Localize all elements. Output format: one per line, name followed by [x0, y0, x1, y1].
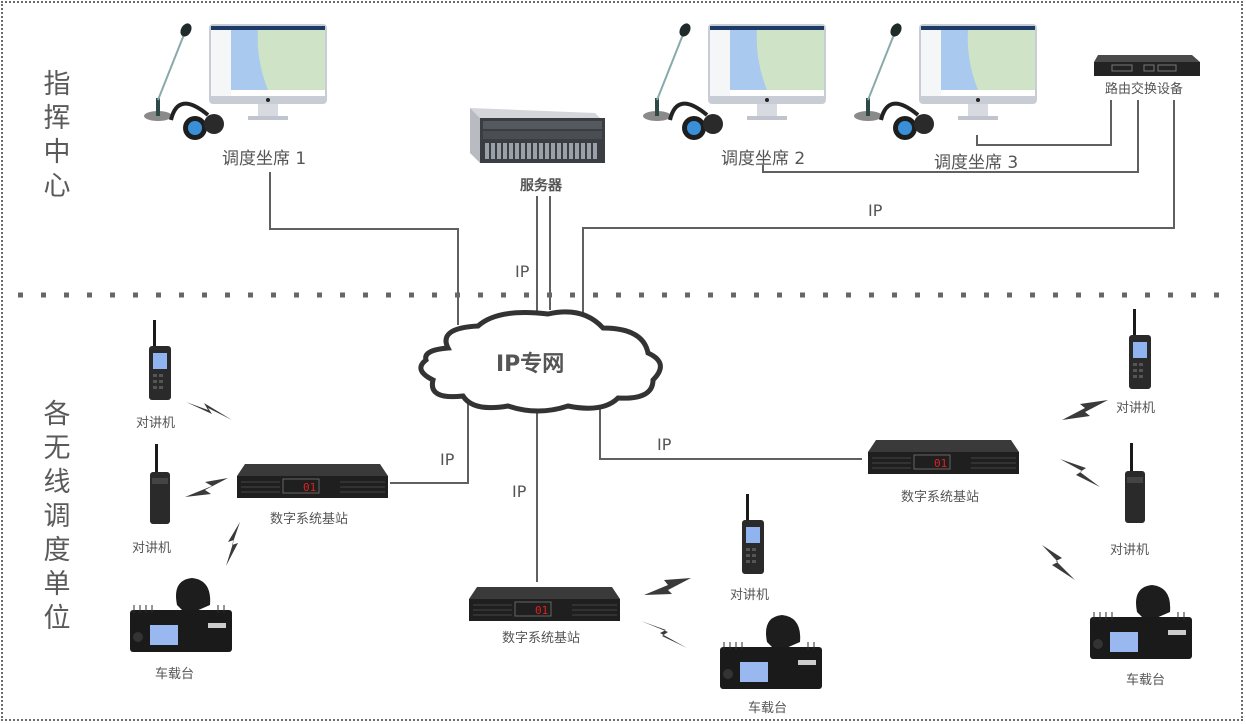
vehicle-radio-icon — [720, 615, 822, 689]
wireless-signal-icon — [644, 578, 691, 595]
console-station-2[interactable]: 调度坐席 2 — [637, 20, 832, 169]
router-node[interactable]: 路由交换设备 — [1092, 52, 1202, 97]
base-station-center[interactable]: 01 数字系统基站 — [467, 585, 622, 647]
link-label-ip: IP — [868, 201, 883, 220]
handheld-radio-left-2[interactable] — [145, 442, 175, 527]
vehicle-radio-left[interactable] — [122, 575, 234, 655]
link-label-ip: IP — [512, 482, 527, 501]
cloud-label: IP专网 — [496, 352, 565, 377]
base-station-label: 数字系统基站 — [901, 490, 980, 505]
led-display: 01 — [934, 457, 947, 470]
vehicle-radio-icon — [1090, 585, 1192, 659]
base-station-right[interactable]: 01 数字系统基站 — [866, 438, 1021, 505]
console-label: 调度坐席 1 — [222, 149, 307, 169]
handheld-label: 对讲机 — [1116, 401, 1156, 416]
wireless-signal-icon — [1060, 459, 1100, 487]
handheld-label: 对讲机 — [132, 541, 172, 556]
wireless-signal-icon — [226, 522, 240, 566]
handheld-label: 对讲机 — [136, 416, 176, 431]
wire-console1 — [269, 172, 459, 325]
wireless-signal-icon — [185, 478, 228, 497]
wireless-signal-icon — [641, 621, 687, 648]
base-station-icon: 01 — [237, 464, 388, 498]
base-station-label: 数字系统基站 — [502, 631, 581, 646]
server-label: 服务器 — [520, 178, 562, 194]
link-label-ip: IP — [657, 435, 672, 454]
console-label: 调度坐席 2 — [721, 149, 806, 169]
wire-cloud-bs-right — [599, 405, 862, 460]
ip-network-cloud[interactable]: IP专网 — [408, 308, 668, 414]
led-display: 01 — [303, 481, 316, 494]
wireless-signal-icon — [1042, 545, 1075, 580]
section-title-field-units: 各无线调度单位 — [43, 399, 71, 634]
server-node[interactable]: 服务器 — [465, 103, 610, 194]
console-label: 调度坐席 3 — [934, 153, 1019, 173]
base-station-label: 数字系统基站 — [270, 512, 349, 527]
handheld-radio-icon — [150, 444, 170, 524]
base-station-icon: 01 — [868, 440, 1019, 474]
link-label-ip: IP — [515, 262, 530, 281]
console-station-3[interactable]: 调度坐席 3 — [848, 20, 1043, 173]
dispatch-console-icon — [144, 23, 327, 140]
wire-router-cloud — [582, 100, 1175, 315]
handheld-radio-center[interactable] — [738, 492, 768, 577]
handheld-radio-right-1[interactable] — [1125, 307, 1155, 392]
wire-console3-router — [976, 100, 1112, 146]
base-station-left[interactable]: 01 数字系统基站 — [235, 462, 390, 527]
handheld-radio-icon — [1129, 309, 1151, 389]
vehicle-label: 车载台 — [1126, 673, 1166, 688]
wireless-signal-icon — [186, 402, 232, 420]
vehicle-radio-center[interactable] — [712, 612, 824, 692]
handheld-radio-icon — [1125, 443, 1145, 523]
base-station-icon: 01 — [469, 587, 620, 621]
wire-cloud-bs-left — [390, 392, 469, 484]
vehicle-label: 车载台 — [748, 701, 788, 716]
handheld-radio-left-1[interactable] — [145, 318, 175, 403]
console-station-1[interactable]: 调度坐席 1 — [138, 20, 333, 169]
vehicle-label: 车载台 — [155, 667, 195, 682]
vehicle-radio-icon — [130, 578, 232, 652]
router-label: 路由交换设备 — [1105, 82, 1184, 97]
handheld-label: 对讲机 — [730, 588, 770, 603]
cloud-icon — [418, 309, 663, 414]
handheld-label: 对讲机 — [1110, 543, 1150, 558]
dispatch-console-icon — [643, 23, 826, 140]
dispatch-console-icon — [854, 23, 1037, 140]
router-switch-icon — [1094, 55, 1200, 76]
led-display: 01 — [535, 604, 548, 617]
wireless-signal-icon — [1062, 400, 1108, 420]
vehicle-radio-right[interactable] — [1082, 582, 1194, 662]
handheld-radio-icon — [149, 320, 171, 400]
wire-console2-router — [762, 100, 1139, 173]
link-label-ip: IP — [440, 450, 455, 469]
handheld-radio-icon — [742, 494, 764, 574]
server-icon — [470, 108, 605, 163]
section-title-command-center: 指挥中心 — [43, 69, 71, 202]
handheld-radio-right-2[interactable] — [1120, 441, 1150, 526]
